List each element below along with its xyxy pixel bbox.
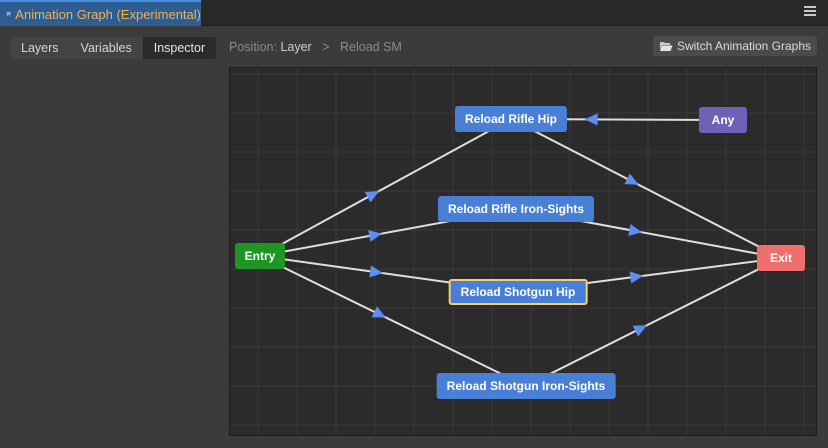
transition-arrow-icon [632, 325, 648, 337]
hamburger-menu-icon[interactable] [804, 6, 816, 18]
switch-animation-graphs-label: Switch Animation Graphs [676, 39, 811, 53]
node-reload-shotgun-hip[interactable]: Reload Shotgun Hip [448, 279, 588, 305]
transition-entry-to-shotgun-iron [259, 255, 527, 387]
transition-arrow-icon [368, 230, 383, 242]
tab-layers[interactable]: Layers [21, 41, 59, 55]
node-exit[interactable]: Exit [757, 245, 805, 271]
breadcrumb-prefix: Position: [229, 40, 277, 54]
panel-tabs: Layers Variables Inspector [10, 37, 217, 59]
window-title: Animation Graph (Experimental) [15, 6, 201, 22]
transition-arrow-icon [624, 173, 639, 185]
transition-entry-to-rifle-hip [259, 118, 512, 257]
state-machine-graph[interactable]: Entry Exit Any Reload Rifle Hip Reload R… [229, 67, 817, 436]
node-reload-rifle-iron-sights[interactable]: Reload Rifle Iron-Sights [437, 196, 595, 222]
transition-arrow-icon [584, 113, 598, 126]
transition-arrow-icon [369, 265, 384, 278]
node-reload-shotgun-iron-sights[interactable]: Reload Shotgun Iron-Sights [436, 373, 616, 399]
window-tab[interactable]: Animation Graph (Experimental) [0, 0, 201, 26]
folder-open-icon [659, 41, 673, 51]
animation-graph-icon [6, 11, 11, 17]
tab-variables[interactable]: Variables [80, 41, 132, 55]
breadcrumb: Position: Layer > Reload SM [229, 40, 402, 54]
breadcrumb-separator: > [322, 40, 330, 54]
transition-arrow-icon [628, 224, 643, 236]
breadcrumb-item-reload-sm: Reload SM [340, 40, 402, 54]
switch-animation-graphs-button[interactable]: Switch Animation Graphs [652, 36, 817, 56]
transition-arrow-icon [629, 271, 644, 284]
transition-arrow-icon [364, 190, 380, 203]
transition-edges [259, 113, 782, 387]
tab-inspector[interactable]: Inspector [142, 37, 217, 59]
transition-arrow-icon [371, 306, 386, 318]
breadcrumb-item-layer[interactable]: Layer [280, 40, 312, 54]
node-any[interactable]: Any [699, 107, 747, 133]
transition-shotgun-iron-to-exit [525, 257, 782, 387]
node-entry[interactable]: Entry [235, 243, 285, 269]
title-bar: Animation Graph (Experimental) [0, 0, 828, 26]
node-reload-rifle-hip[interactable]: Reload Rifle Hip [454, 106, 568, 132]
transition-rifle-hip-to-exit [510, 118, 782, 259]
